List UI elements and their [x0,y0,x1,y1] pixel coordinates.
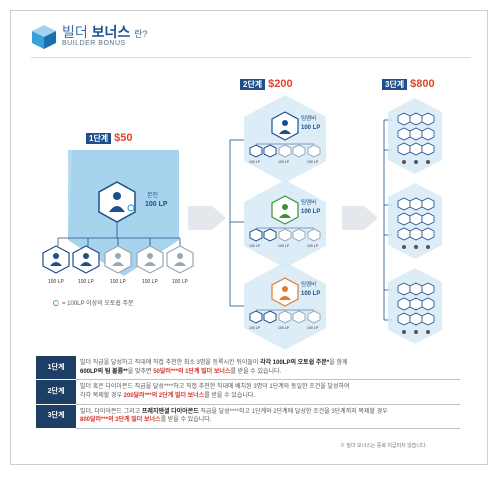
header-divider [31,57,471,58]
stage-2-tag: 2단계$200 [240,78,293,90]
step-description: 빌더 직급을 달성하고 직대에 직접 추천한 최소 3명을 등록시킨 뒤이들이 … [76,356,460,381]
step-label: 1단계 [36,356,76,381]
center-node-name: 본인 [147,192,158,199]
stage-description-table: 1단계 빌더 직급을 달성하고 직대에 직접 추천한 최소 3명을 등록시킨 뒤… [36,356,460,430]
svg-text:100 LP: 100 LP [301,209,320,215]
step-description: 빌더, 다이아몬드 그리고 프레지덴셜 다이아몬드 직급을 달성****하고 1… [76,404,460,430]
child-node-5: 100 LP [166,245,194,285]
table-row: 2단계 빌더 혹은 다이아몬드 직급을 달성****하고 직접 추천한 직대에 … [36,379,460,405]
legend: = 100LP 이상의 오토쉽 주문 [53,298,134,307]
child-node-2: 100 LP [72,245,100,285]
center-person-icon [113,192,121,200]
step-label: 3단계 [36,404,76,430]
svg-text:팀멤버: 팀멤버 [301,198,316,206]
footnote: ※ 빌더 보너스는 중복 지급되지 않습니다. [340,443,427,449]
stage-3-tag: 3단계$800 [382,78,435,90]
step-description: 빌더 혹은 다이아몬드 직급을 달성****하고 직접 추천한 직대에 배치된 … [76,379,460,405]
stage-2-team-1: 팀멤버 100 LP 100 LP 100 LP 100 LP [244,95,326,183]
svg-text:100 LP: 100 LP [301,125,320,131]
svg-text:100 LP: 100 LP [307,244,319,248]
child-node-4: 100 LP [136,245,164,285]
stage-3-group-3 [388,268,442,344]
child-node-3: 100 LP [104,245,132,285]
center-node-lp: 100 LP [145,201,168,208]
svg-text:팀멤버: 팀멤버 [301,280,316,288]
svg-text:100 LP: 100 LP [249,244,261,248]
svg-text:100 LP: 100 LP [278,244,290,248]
svg-text:100 LP: 100 LP [48,279,65,285]
svg-text:100 LP: 100 LP [142,279,159,285]
arrow-2-icon [342,206,378,230]
svg-text:100 LP: 100 LP [172,279,189,285]
table-row: 1단계 빌더 직급을 달성하고 직대에 직접 추천한 최소 3명을 등록시킨 뒤… [36,356,460,381]
cube-logo-icon [32,25,56,49]
svg-text:100 LP: 100 LP [278,326,290,330]
svg-text:100 LP: 100 LP [301,291,320,297]
svg-text:팀멤버: 팀멤버 [301,114,316,122]
svg-text:100 LP: 100 LP [78,279,95,285]
child-node-1: 100 LP [42,245,70,285]
svg-text:100 LP: 100 LP [249,326,261,330]
step-label: 2단계 [36,379,76,405]
stage-3-group-2 [388,183,442,259]
svg-text:100 LP: 100 LP [307,160,319,164]
svg-text:100 LP: 100 LP [307,326,319,330]
table-row: 3단계 빌더, 다이아몬드 그리고 프레지덴셜 다이아몬드 직급을 달성****… [36,404,460,430]
legend-text: = 100LP 이상의 오토쉽 주문 [62,301,134,307]
autoship-icon [127,204,135,212]
page-title: 빌더 보너스 란? [62,24,148,40]
stage-3-group-1 [388,98,442,174]
arrow-1-icon [188,206,226,230]
page-subtitle: BUILDER BONUS [62,40,126,47]
svg-text:100 LP: 100 LP [278,160,290,164]
stage-2-team-3: 팀멤버 100 LP 100 LP 100 LP 100 LP [244,262,326,350]
stage-1-tag: 1단계$50 [86,132,133,144]
stage-2-team-2: 팀멤버 100 LP 100 LP 100 LP 100 LP [244,180,326,268]
svg-text:100 LP: 100 LP [110,279,127,285]
svg-text:100 LP: 100 LP [249,160,261,164]
autoship-legend-icon [53,300,59,307]
